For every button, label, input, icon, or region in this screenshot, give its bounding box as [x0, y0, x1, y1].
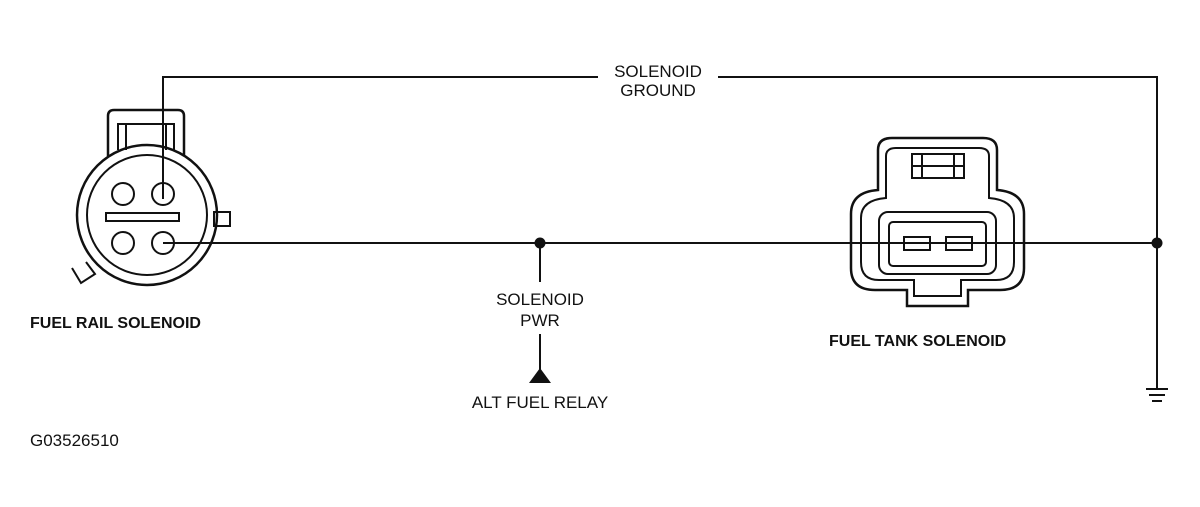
fuel-tank-solenoid-connector-icon [849, 136, 1026, 308]
fuel-rail-solenoid-label: FUEL RAIL SOLENOID [30, 315, 201, 332]
relay-arrow-icon [529, 368, 551, 383]
ground-wire-label-line1: SOLENOID [614, 62, 702, 81]
power-wire-label-line1: SOLENOID [496, 290, 584, 309]
figure-id: G03526510 [30, 431, 119, 450]
solenoid-ground-wire [162, 76, 1158, 388]
ground-symbol-icon [1146, 388, 1168, 402]
ground-wire-label-line2: GROUND [620, 81, 696, 100]
splice-dot-ground [1151, 237, 1163, 249]
power-source-label: ALT FUEL RELAY [472, 393, 608, 412]
power-wire-label-line2: PWR [520, 311, 560, 330]
fuel-tank-solenoid-label: FUEL TANK SOLENOID [829, 333, 1006, 350]
fuel-rail-solenoid-connector-icon [71, 108, 231, 287]
